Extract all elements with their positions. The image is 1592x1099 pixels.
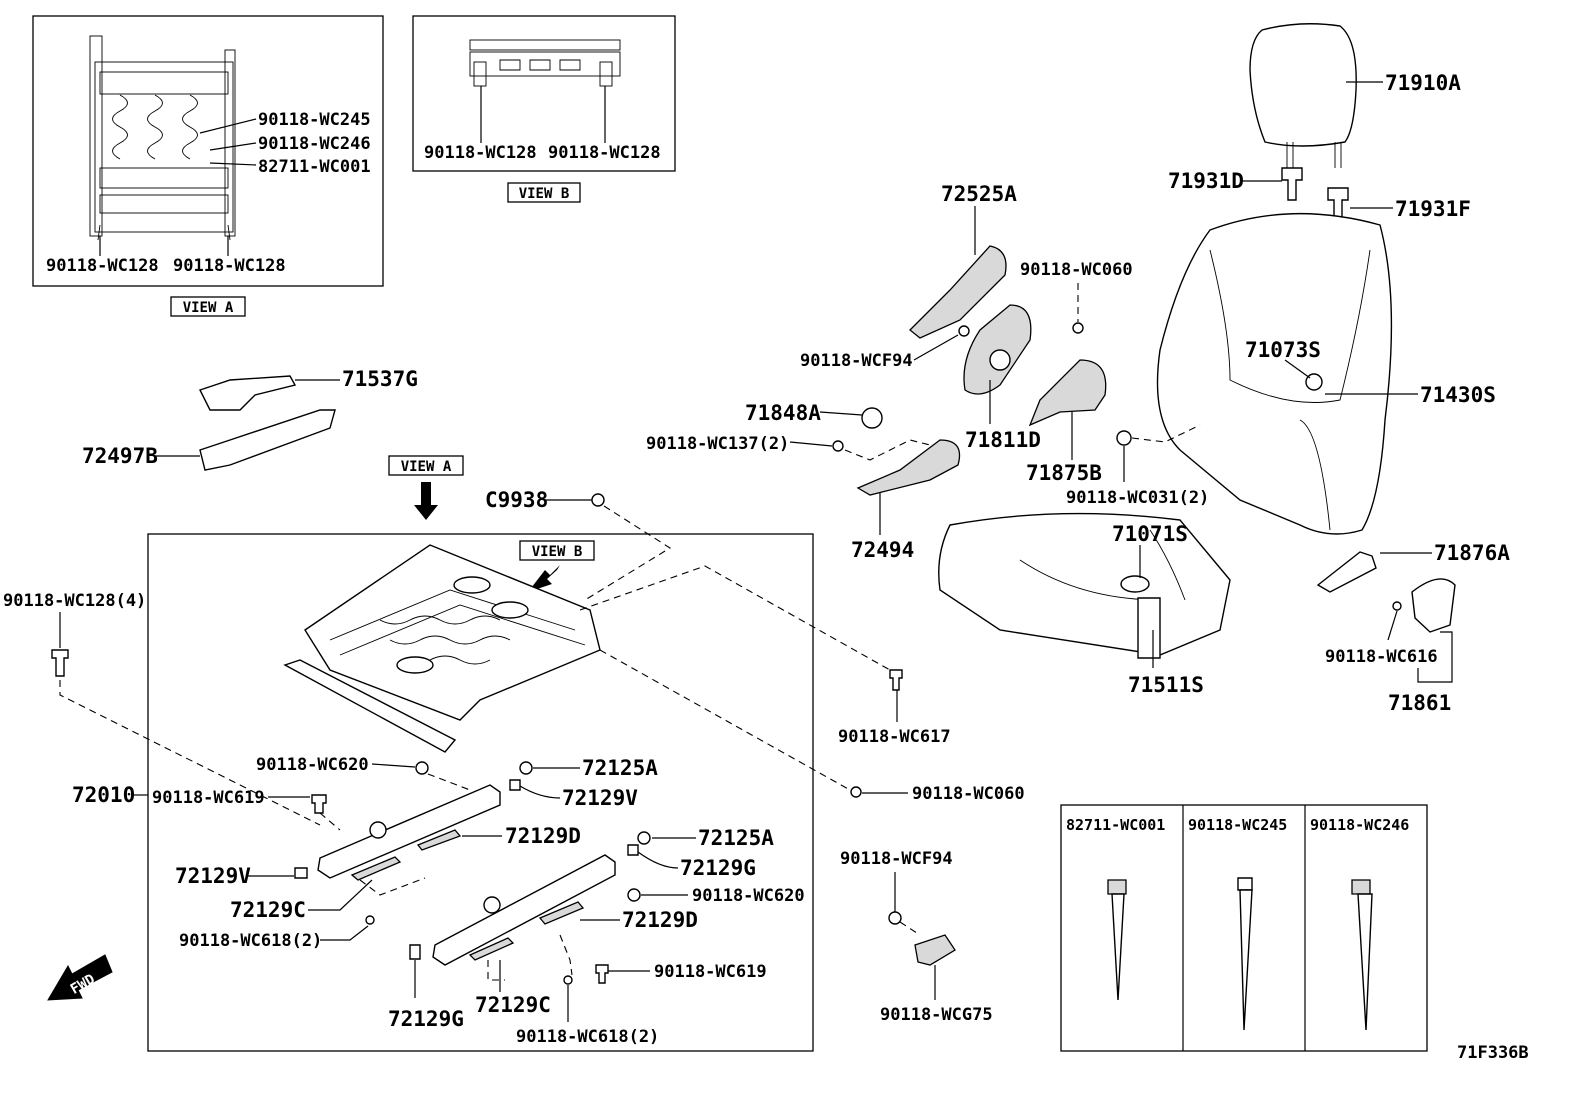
label-90118-wc616: 90118-WC616 [1325,647,1438,667]
label-71537g: 71537G [342,367,418,391]
label-90118-wc031: 90118-WC031(2) [1066,488,1209,508]
label-90118-wcf94-top: 90118-WCF94 [800,351,913,371]
label-90118-wcg75: 90118-WCG75 [880,1005,993,1025]
view-b-frame-drawing [469,39,621,87]
view-a-frame-drawing [89,35,236,241]
label-71071s: 71071S [1112,522,1188,546]
cover-71811d [963,304,1032,395]
fastener-legend-table: 82711-WC001 90118-WC245 90118-WC246 [1060,804,1428,1052]
bracket-71876a [1316,551,1377,593]
label-72129c-2: 72129C [475,993,551,1017]
label-90118-wc137: 90118-WC137(2) [646,434,789,454]
view-a-inset: 90118-WC245 90118-WC246 82711-WC001 9011… [32,15,384,287]
label-71876a: 71876A [1434,541,1510,565]
label-71073s: 71073S [1245,338,1321,362]
label-90118-wc619-2: 90118-WC619 [654,962,767,982]
label-90118-wc245-a: 90118-WC245 [258,110,371,130]
label-72010: 72010 [72,783,135,807]
bracket-71537g [199,375,297,411]
label-90118-wc128-b1: 90118-WC128 [424,143,537,163]
label-90118-wc060-bottom: 90118-WC060 [912,784,1025,804]
label-71931f: 71931F [1395,197,1471,221]
label-72129d-2: 72129D [622,908,698,932]
seat-back-drawing [1156,212,1393,535]
label-90118-wc619-1: 90118-WC619 [152,788,265,808]
label-71511s: 71511S [1128,673,1204,697]
label-90118-wc246-a: 90118-WC246 [258,134,371,154]
label-82711-wc001-a: 82711-WC001 [258,157,371,177]
label-71910a: 71910A [1385,71,1461,95]
label-71875b: 71875B [1026,461,1102,485]
label-90118-wc128-a1: 90118-WC128 [46,256,159,276]
view-b-arrow-icon [528,565,560,592]
label-90118-wcf94-bottom: 90118-WCF94 [840,849,953,869]
view-a-arrow-icon [414,482,438,520]
seat-frame-72010-drawing [283,544,601,753]
label-72525a: 72525A [941,182,1017,206]
cover-72497b [199,409,336,471]
recliner-cover-72525a [909,245,1007,339]
legend-90118-wc245: 90118-WC245 [1188,816,1287,834]
label-90118-wc620-2: 90118-WC620 [692,886,805,906]
label-72129g-2: 72129G [388,1007,464,1031]
label-c9938: C9938 [485,488,548,512]
label-72494: 72494 [851,538,914,562]
clip-90118-wcg75 [914,934,956,966]
label-72129d-1: 72129D [505,824,581,848]
view-b-inset: 90118-WC128 90118-WC128 [412,15,676,172]
seat-cushion-drawing [938,512,1231,659]
legend-90118-wc246: 90118-WC246 [1310,816,1409,834]
label-72497b: 72497B [82,444,158,468]
cover-71875b [1028,359,1107,427]
label-90118-wc128-b2: 90118-WC128 [548,143,661,163]
seat-rail-left [317,784,501,881]
label-71811d: 71811D [965,428,1041,452]
view-a-arrow-caption: VIEW A [401,459,452,475]
label-90118-wc128-a2: 90118-WC128 [173,256,286,276]
view-a-caption: VIEW A [183,300,234,316]
label-72129c-1: 72129C [230,898,306,922]
cover-71861 [1411,578,1456,633]
label-72125a-1: 72125A [582,756,658,780]
diagram-code: 71F336B [1457,1043,1529,1063]
label-90118-wc617: 90118-WC617 [838,727,951,747]
fwd-arrow-icon [47,954,113,1001]
seat-rail-right [432,854,616,966]
label-90118-wc618-2: 90118-WC618(2) [516,1027,659,1047]
label-90118-wc618-1: 90118-WC618(2) [179,931,322,951]
seat-frame-assembly-box [147,533,814,1052]
view-b-arrow-caption: VIEW B [532,544,583,560]
label-90118-wc060-top: 90118-WC060 [1020,260,1133,280]
label-71430s: 71430S [1420,383,1496,407]
lever-72494 [856,439,961,496]
label-72129g-1: 72129G [680,856,756,880]
label-71931d: 71931D [1168,169,1244,193]
label-72129v-2: 72129V [175,864,251,888]
label-71848a: 71848A [745,401,821,425]
label-90118-wc128-4: 90118-WC128(4) [3,591,146,611]
view-b-caption: VIEW B [519,186,570,202]
headrest-drawing [1249,23,1357,221]
legend-82711-wc001: 82711-WC001 [1066,816,1165,834]
label-90118-wc620-1: 90118-WC620 [256,755,369,775]
label-71861: 71861 [1388,691,1451,715]
label-72125a-2: 72125A [698,826,774,850]
label-72129v-1: 72129V [562,786,638,810]
